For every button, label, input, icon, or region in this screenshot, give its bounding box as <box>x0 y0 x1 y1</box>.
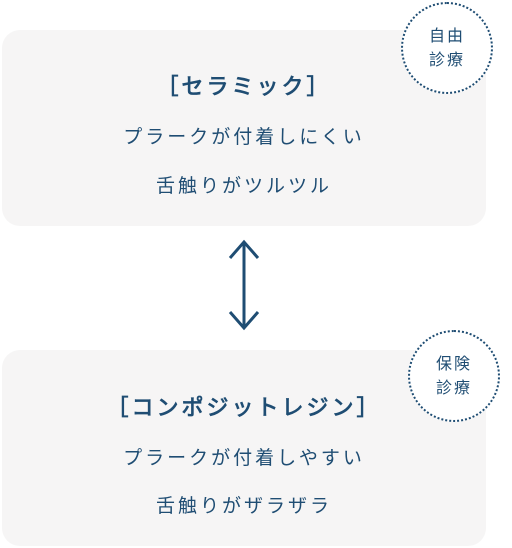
ceramic-line-texture: 舌触りがツルツル <box>155 175 332 197</box>
composite-resin-card: ［コンポジットレジン］ プラークが付着しやすい 舌触りがザラザラ <box>2 350 486 546</box>
composite-resin-line-texture: 舌触りがザラザラ <box>155 495 332 517</box>
self-pay-treatment-badge: 自由 診療 <box>401 2 493 94</box>
insurance-treatment-badge: 保険 診療 <box>408 330 500 422</box>
badge-label-line2: 診療 <box>428 50 465 69</box>
badge-label-line2: 診療 <box>435 378 472 397</box>
badge-label-line1: 自由 <box>428 26 465 45</box>
composite-resin-line-plaque: プラークが付着しやすい <box>123 447 365 469</box>
composite-resin-title: ［コンポジットレジン］ <box>106 396 382 421</box>
badge-label-line1: 保険 <box>435 354 472 373</box>
ceramic-title: ［セラミック］ <box>156 75 332 100</box>
ceramic-line-plaque: プラークが付着しにくい <box>123 126 365 148</box>
double-arrow-icon <box>228 239 260 331</box>
